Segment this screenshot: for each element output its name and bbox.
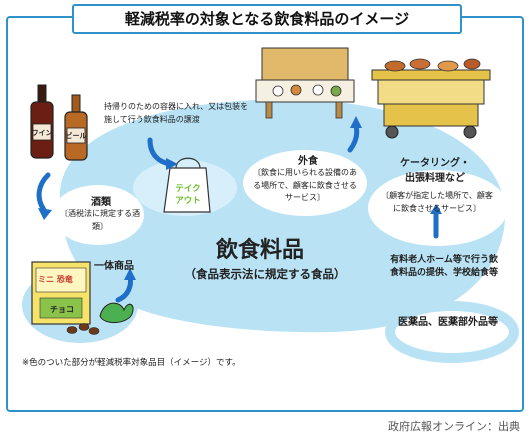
dine-in-label: 外食	[298, 156, 318, 167]
arrowhead-dine-in	[350, 116, 362, 128]
chocolate-icon	[66, 323, 100, 335]
restaurant-table-icon	[255, 47, 355, 119]
catering-description: 〔顧客が指定した場所で、顧客に飲食させるサービス〕	[381, 191, 493, 213]
arrow-dine-in	[347, 123, 360, 153]
food-items-ellipse	[59, 99, 506, 333]
snack-label-2: チョコ	[50, 305, 74, 314]
arrowhead-takeout	[166, 158, 178, 170]
source-credit: 政府広報オンライン：出典	[388, 420, 520, 433]
general-product-label: 一体商品	[94, 261, 134, 272]
catering-label: ケータリング・ 出張料理など	[385, 156, 485, 186]
takeout-bag-label-1: テイク	[175, 184, 201, 194]
takeout-bag-icon	[163, 157, 211, 213]
arrow-liquor	[36, 172, 51, 213]
page-title: 軽減税率の対象となる飲食料品のイメージ	[72, 4, 462, 34]
snack-box-icon	[31, 261, 91, 325]
beer-bottle-icon	[64, 94, 88, 161]
liquor-label: 酒類	[91, 197, 111, 208]
footnote: ※色のついた部分が軽減税率対象品目（イメージ）です。	[22, 358, 241, 368]
arrowhead-general	[124, 268, 136, 280]
catering-cart-icon	[371, 58, 491, 139]
food-items-sublabel: （食品表示法に規定する食品）	[184, 267, 346, 281]
catering-label-line-1: ケータリング・	[400, 158, 470, 169]
dine-in-description: 〔飲食に用いられる設備のある場所で、顧客に飲食させるサービス〕	[253, 168, 357, 202]
drugs-description: 医薬品、医薬部外品等	[398, 317, 498, 328]
arrowhead-catering	[430, 204, 442, 214]
drugs-hole	[385, 301, 519, 363]
wine-label: ワイン	[31, 129, 53, 137]
wine-bottle-icon	[30, 84, 54, 159]
liquor-hole	[52, 185, 144, 245]
beer-label: ビール	[65, 132, 87, 140]
dine-in-hole	[243, 150, 367, 216]
elderly-home-description: 有料老人ホーム等で行う飲食料品の提供、学校給食等	[389, 255, 498, 278]
catering-label-line-2: 出張料理など	[405, 173, 465, 184]
liquor-description: 〔酒税法に規定する酒類〕	[60, 209, 140, 231]
takeout-description: 持帰りのための容器に入れ、又は包装を施して行う飲食料品の譲渡	[104, 102, 249, 124]
takeout-bag-label-2: アウト	[175, 196, 201, 206]
arrowhead-liquor	[38, 208, 52, 220]
food-items-label: 飲食料品	[215, 238, 304, 263]
dinosaur-toy-icon	[99, 302, 134, 323]
snack-label-1: ミニ 恐竜	[38, 275, 73, 284]
